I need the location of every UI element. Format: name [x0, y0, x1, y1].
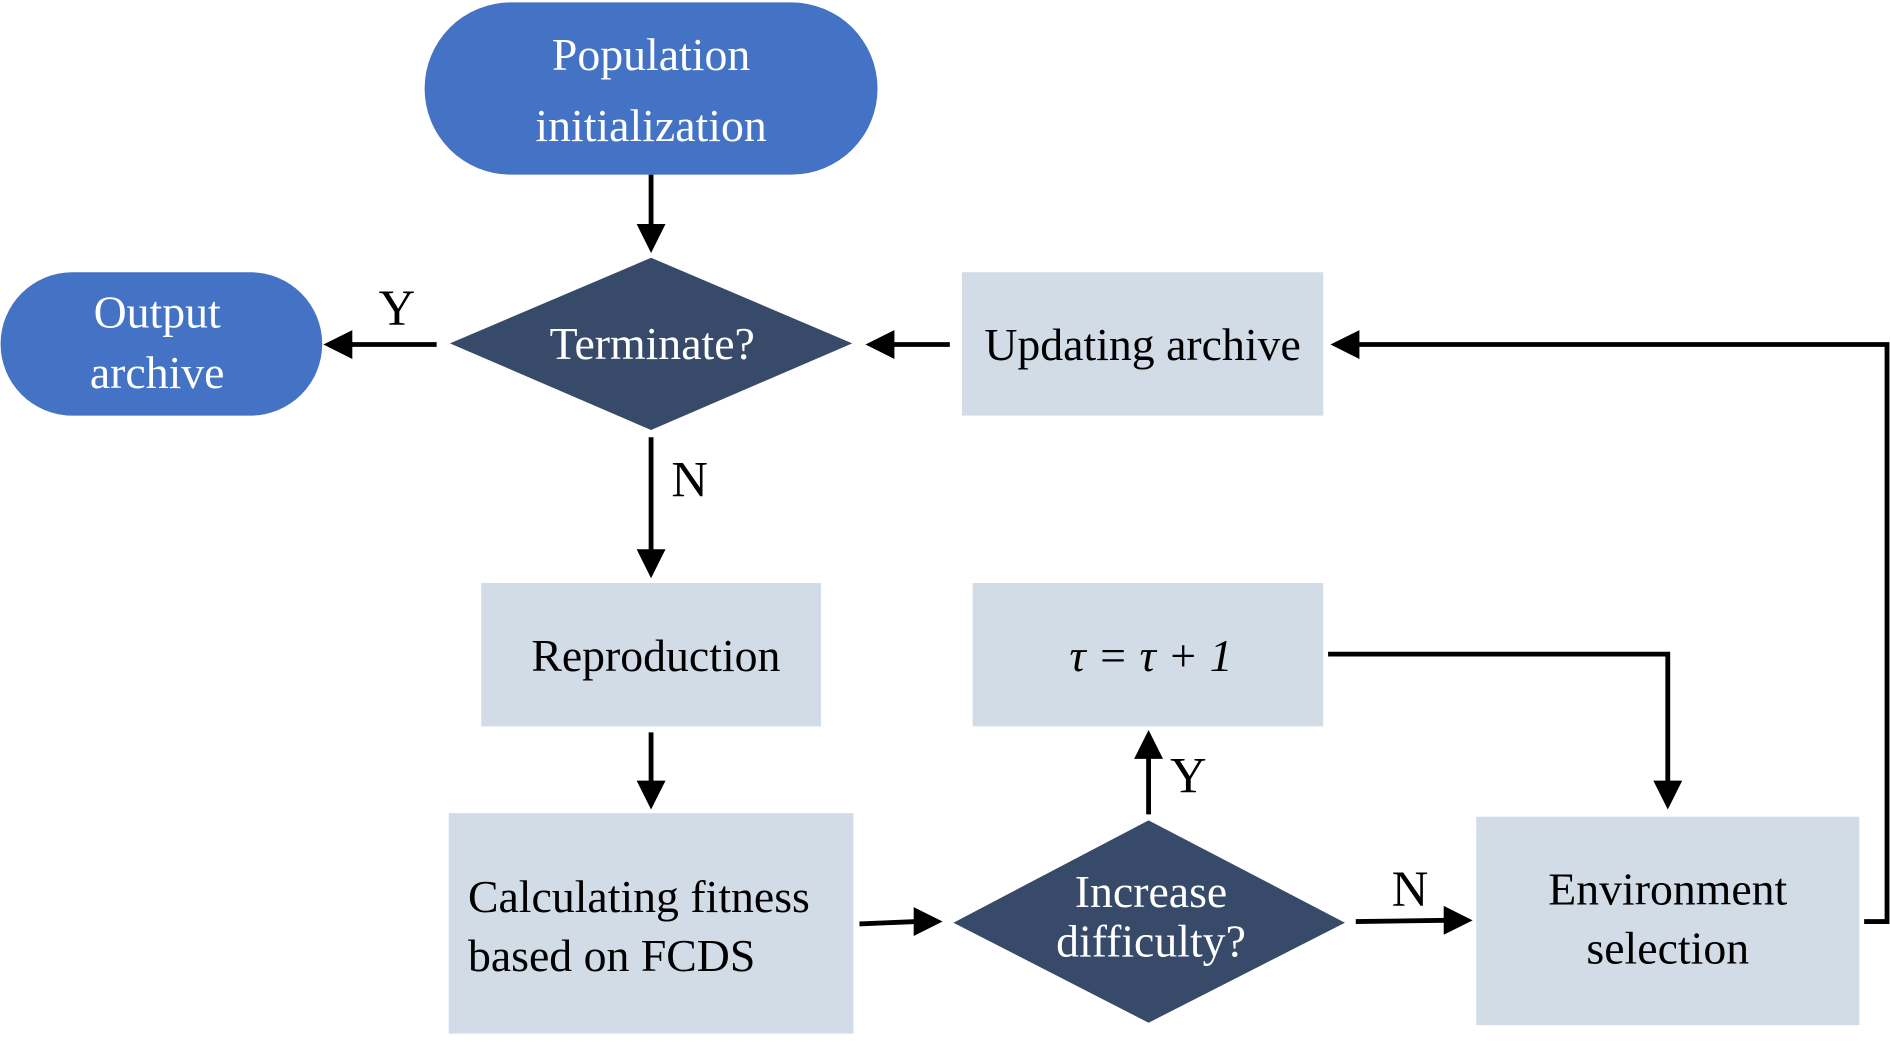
- node-label-line-1: Reproduction: [531, 630, 780, 681]
- node-reproduction[interactable]: Reproduction: [481, 583, 821, 727]
- edge-label-difficulty-yes: Y: [1170, 748, 1207, 804]
- decision-shape: [449, 257, 853, 431]
- node-label-line-1: Population: [552, 29, 750, 80]
- node-label-line-2: based on FCDS: [468, 930, 755, 981]
- terminal-shape: [0, 272, 323, 416]
- node-label-line-2: difficulty?: [1056, 915, 1246, 966]
- edge-label-difficulty-no: N: [1392, 861, 1429, 917]
- node-label-line-2: initialization: [535, 100, 766, 151]
- process-shape: [961, 272, 1324, 416]
- edge-tau-to-env: [1328, 651, 1683, 810]
- edge-label-terminate-yes: Y: [379, 280, 416, 336]
- node-label-line-1: Environment: [1548, 864, 1787, 915]
- edge-init-to-terminate: [636, 174, 666, 253]
- node-terminate[interactable]: Terminate?: [449, 257, 853, 431]
- edge-env-to-update: [1330, 330, 1890, 924]
- process-shape: [448, 813, 854, 1034]
- edge-difficulty-to-tau: [1134, 730, 1164, 815]
- node-updating-archive[interactable]: Updating archive: [961, 272, 1324, 416]
- node-label-line-1: Increase: [1075, 866, 1227, 917]
- decision-shape: [953, 820, 1345, 1023]
- node-label-line-1: Updating archive: [984, 319, 1300, 370]
- node-increase-difficulty[interactable]: Increase difficulty?: [953, 820, 1345, 1023]
- process-shape: [481, 583, 821, 727]
- node-label-line-1: τ = τ + 1: [1069, 630, 1232, 681]
- node-calc-fitness[interactable]: Calculating fitness based on FCDS: [448, 813, 854, 1034]
- edge-difficulty-to-env: [1355, 905, 1473, 935]
- node-env-selection[interactable]: Environment selection: [1476, 816, 1860, 1026]
- node-label-line-1: Terminate?: [550, 318, 755, 369]
- connectors: [323, 174, 1890, 936]
- edge-calc-to-difficulty: [859, 907, 943, 936]
- edge-label-terminate-no: N: [671, 451, 708, 507]
- node-label-line-2: archive: [90, 347, 225, 398]
- node-label-line-1: Output: [94, 287, 221, 338]
- node-label-line-1: Calculating fitness: [468, 871, 810, 922]
- edge-terminate-to-output: [323, 330, 437, 359]
- node-population-init[interactable]: Population initialization: [424, 2, 878, 175]
- edge-update-to-terminate: [865, 330, 950, 359]
- node-output-archive[interactable]: Output archive: [0, 272, 323, 416]
- edge-terminate-to-reproduction: [636, 437, 666, 579]
- process-shape: [1476, 816, 1860, 1026]
- terminal-shape: [424, 2, 878, 175]
- node-label-line-2: selection: [1586, 923, 1749, 974]
- edge-reproduction-to-calc: [636, 732, 666, 810]
- node-tau-update[interactable]: τ = τ + 1: [972, 583, 1324, 727]
- process-shape: [972, 583, 1324, 727]
